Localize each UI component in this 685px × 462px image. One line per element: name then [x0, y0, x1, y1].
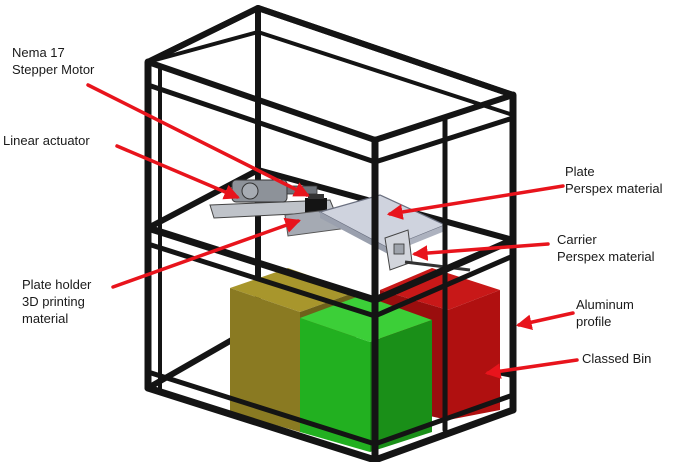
arrow-motor: [86, 83, 310, 197]
arrow-plate: [386, 184, 565, 220]
bin-green: [300, 295, 432, 452]
label-stepper-motor-line1: Nema 17: [12, 45, 65, 60]
label-aluminum-profile-line1: Aluminum: [576, 297, 634, 312]
label-classed-bin: Classed Bin: [582, 350, 651, 367]
label-plate-holder-line3: material: [22, 311, 69, 326]
arrow-profile: [515, 311, 575, 330]
label-plate-line1: Plate: [565, 164, 595, 179]
label-aluminum-profile-line2: profile: [576, 314, 612, 329]
label-plate-line2: Perspex material: [565, 181, 663, 196]
label-linear-actuator: Linear actuator: [3, 132, 90, 149]
label-carrier-line2: Perspex material: [557, 249, 655, 264]
arrow-carrier: [411, 242, 550, 261]
label-plate-holder: Plate holder 3D printing material: [22, 276, 91, 327]
annotation-arrows: [86, 83, 579, 379]
label-aluminum-profile: Aluminum profile: [576, 296, 634, 330]
label-carrier-line1: Carrier: [557, 232, 597, 247]
arrow-bin: [484, 358, 579, 379]
arrow-holder: [111, 217, 301, 289]
label-stepper-motor: Nema 17 Stepper Motor: [12, 44, 94, 78]
label-plate-holder-line1: Plate holder: [22, 277, 92, 292]
carrier: [384, 229, 471, 272]
label-plate-holder-line2: 3D printing: [22, 294, 85, 309]
arrow-actuator: [115, 144, 240, 200]
label-classed-bin-line1: Classed Bin: [582, 351, 652, 366]
perspex-plate: [318, 194, 447, 254]
label-stepper-motor-line2: Stepper Motor: [12, 62, 95, 77]
label-carrier: Carrier Perspex material: [557, 231, 655, 265]
label-linear-actuator-line1: Linear actuator: [3, 133, 90, 148]
label-plate: Plate Perspex material: [565, 163, 663, 197]
shelf-mechanism: [209, 179, 471, 272]
